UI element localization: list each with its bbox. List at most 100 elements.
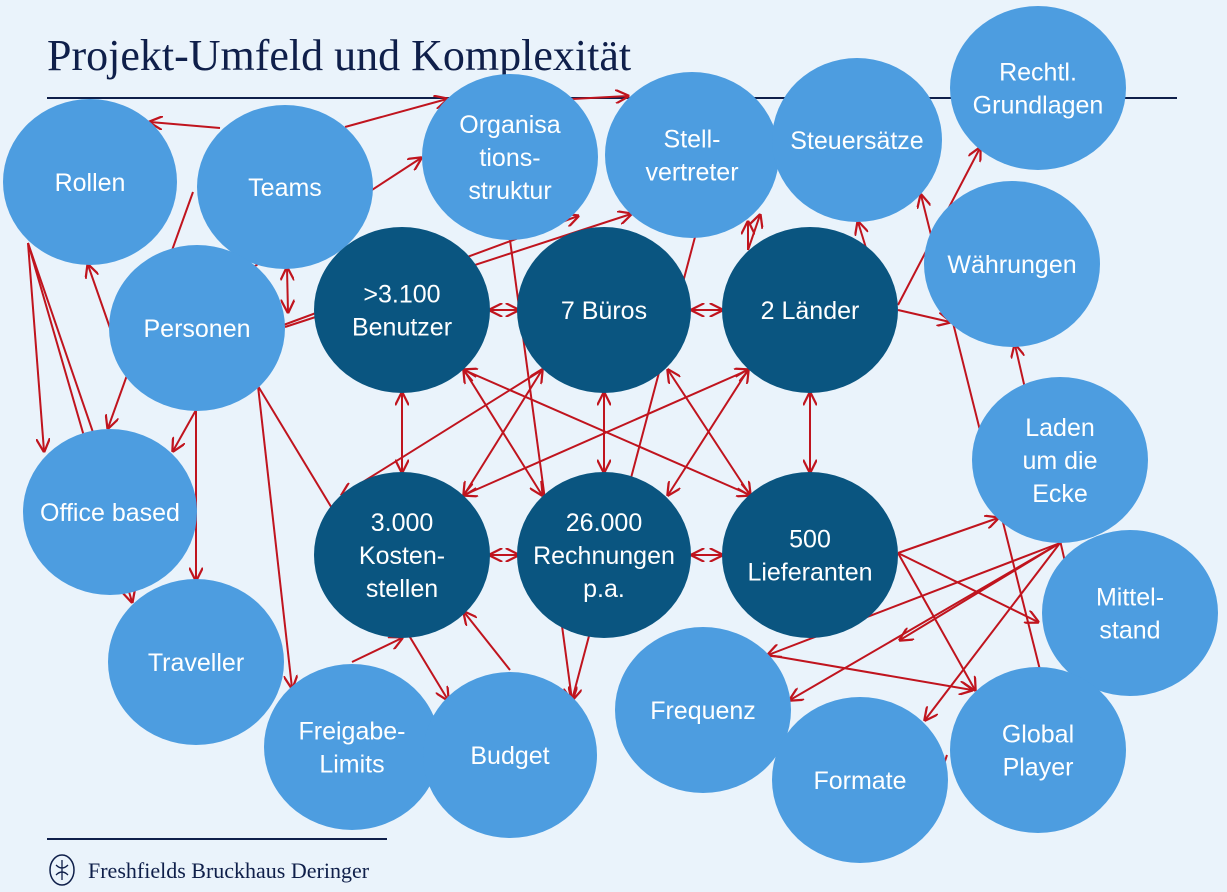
node-laender: 2 Länder: [722, 227, 898, 393]
node-label: Player: [1003, 754, 1074, 782]
node-label: Lieferanten: [747, 559, 872, 587]
node-waehrungen: Währungen: [924, 181, 1100, 347]
node-circle: [972, 377, 1148, 543]
connection-arrow: [925, 542, 1061, 720]
node-circle: [109, 245, 285, 411]
connection-arrow: [344, 99, 447, 128]
node-circle: [517, 227, 691, 393]
node-circle: [423, 672, 597, 838]
node-label: Personen: [143, 315, 250, 343]
company-name: Freshfields Bruckhaus Deringer: [88, 858, 370, 883]
node-label: 26.000: [566, 509, 642, 537]
node-label: Rollen: [55, 169, 126, 197]
node-frequenz: Frequenz: [615, 627, 791, 793]
node-label: Stell-: [664, 126, 721, 154]
node-label: 500: [789, 526, 831, 554]
node-label: stand: [1099, 617, 1160, 645]
node-circle: [517, 472, 691, 638]
connection-arrow: [173, 409, 197, 451]
node-formate: Formate: [772, 697, 948, 863]
node-label: Benutzer: [352, 314, 452, 342]
node-circle: [314, 472, 490, 638]
node-rechtl: Rechtl. Grundlagen: [950, 6, 1126, 170]
connection-arrow: [351, 638, 402, 663]
node-circle: [605, 72, 779, 238]
node-group: Rollen Teams Organisa tions-struktur Stell-v…: [3, 6, 1218, 863]
footer-divider: [47, 838, 387, 840]
page-title: Projekt-Umfeld und Komplexität: [47, 31, 632, 80]
node-label: stellen: [366, 575, 438, 603]
node-mittelstand: Mittel-stand: [1042, 530, 1218, 696]
node-circle: [108, 579, 284, 745]
node-office: Office based: [23, 429, 197, 595]
node-circle: [950, 6, 1126, 170]
connection-arrow: [464, 612, 511, 671]
node-label: Limits: [319, 751, 384, 779]
node-label: Rechnungen: [533, 542, 675, 570]
node-budget: Budget: [423, 672, 597, 838]
node-circle: [264, 664, 440, 830]
node-circle: [23, 429, 197, 595]
node-circle: [950, 667, 1126, 833]
connection-arrow: [897, 552, 1038, 622]
node-label: Teams: [248, 174, 322, 202]
node-circle: [3, 99, 177, 265]
connection-arrow: [150, 122, 221, 128]
node-freigabe: Freigabe-Limits: [264, 664, 440, 830]
node-stellvertreter: Stell-vertreter: [605, 72, 779, 238]
node-label: um die: [1022, 447, 1097, 475]
node-circle: [924, 181, 1100, 347]
node-label: Mittel-: [1096, 584, 1164, 612]
node-label: >3.100: [363, 281, 440, 309]
node-label: Formate: [813, 767, 906, 795]
node-label: Global: [1002, 721, 1074, 749]
node-label: Rechtl.: [999, 59, 1077, 87]
node-circle: [1042, 530, 1218, 696]
company-logo-icon: [49, 854, 75, 886]
node-label: Grundlagen: [973, 92, 1104, 120]
node-organisation: Organisa tions-struktur: [422, 74, 598, 240]
node-label: 2 Länder: [761, 297, 860, 325]
connection-arrow: [767, 654, 972, 690]
node-label: Budget: [470, 742, 549, 770]
node-label: Organisa: [459, 111, 561, 139]
node-label: 7 Büros: [561, 297, 647, 325]
node-label: Office based: [40, 499, 180, 527]
connection-arrow: [342, 369, 543, 495]
node-steuersaetze: Steuersätze: [772, 58, 942, 222]
node-label: Währungen: [947, 251, 1076, 279]
node-label: p.a.: [583, 575, 625, 603]
node-circle: [722, 227, 898, 393]
connection-arrow: [571, 96, 628, 99]
node-circle: [772, 58, 942, 222]
node-circle: [722, 472, 898, 638]
connection-arrow: [897, 518, 998, 554]
node-label: tions-: [479, 144, 540, 172]
connection-arrow: [464, 370, 542, 495]
node-label: struktur: [468, 177, 551, 205]
connection-arrow: [257, 385, 292, 688]
node-bueros: 7 Büros: [517, 227, 691, 393]
node-label: Kosten-: [359, 542, 445, 570]
node-personen: Personen: [109, 245, 285, 411]
node-label: 3.000: [371, 509, 434, 537]
connection-arrow: [747, 215, 760, 251]
node-label: Ecke: [1032, 480, 1088, 508]
node-label: vertreter: [645, 159, 738, 187]
connection-arrow: [897, 309, 950, 322]
node-circle: [197, 105, 373, 269]
node-traveller: Traveller: [108, 579, 284, 745]
connection-arrow: [88, 265, 111, 329]
node-label: Frequenz: [650, 697, 756, 725]
node-label: Traveller: [148, 649, 244, 677]
connection-arrow: [287, 268, 288, 312]
node-rollen: Rollen: [3, 99, 177, 265]
connection-arrow: [858, 222, 866, 249]
